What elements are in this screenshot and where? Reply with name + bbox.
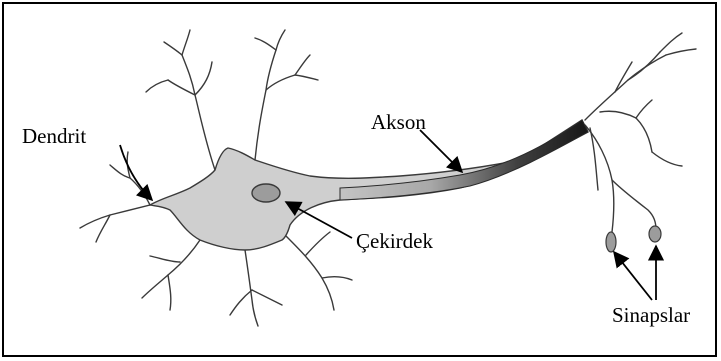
nucleus-arrow bbox=[286, 202, 352, 238]
nucleus bbox=[252, 184, 280, 202]
nucleus-label: Çekirdek bbox=[356, 231, 433, 252]
dendrite-label: Dendrit bbox=[22, 126, 86, 147]
synapse-terminal-left bbox=[606, 232, 616, 252]
synapse-arrow-left bbox=[614, 252, 652, 300]
axon-arrow bbox=[420, 130, 462, 172]
synapses-label: Sinapslar bbox=[612, 305, 690, 326]
dendrite-arrow bbox=[120, 145, 152, 200]
axon-label: Akson bbox=[371, 112, 426, 133]
synapse-terminal-right bbox=[649, 226, 661, 242]
